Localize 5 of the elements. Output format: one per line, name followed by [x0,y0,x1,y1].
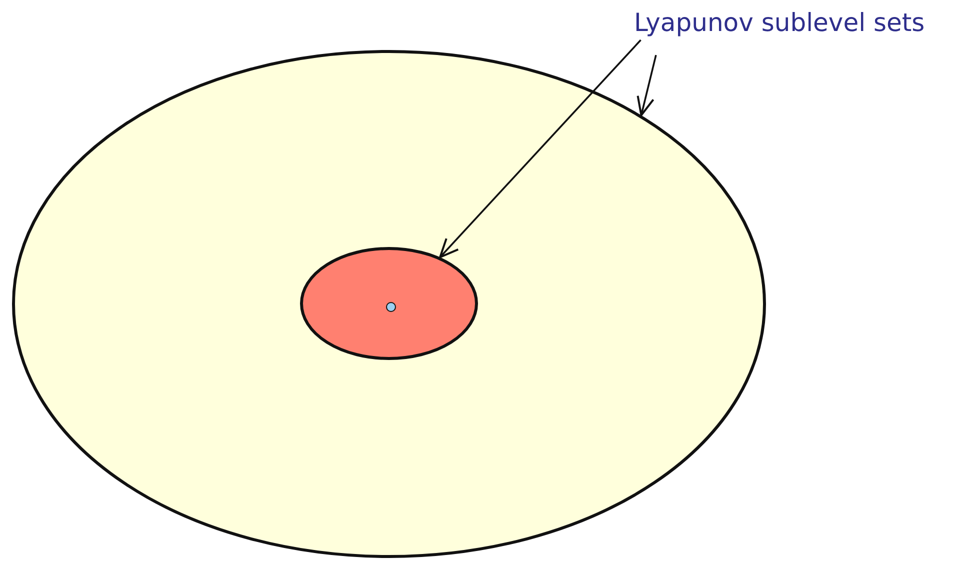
outer-sublevel-set [12,50,766,558]
leader-arrow [439,39,642,258]
leader-arrow [636,54,657,116]
inner-sublevel-set [300,247,478,360]
annotation-text: Lyapunov sublevel sets [634,8,972,40]
